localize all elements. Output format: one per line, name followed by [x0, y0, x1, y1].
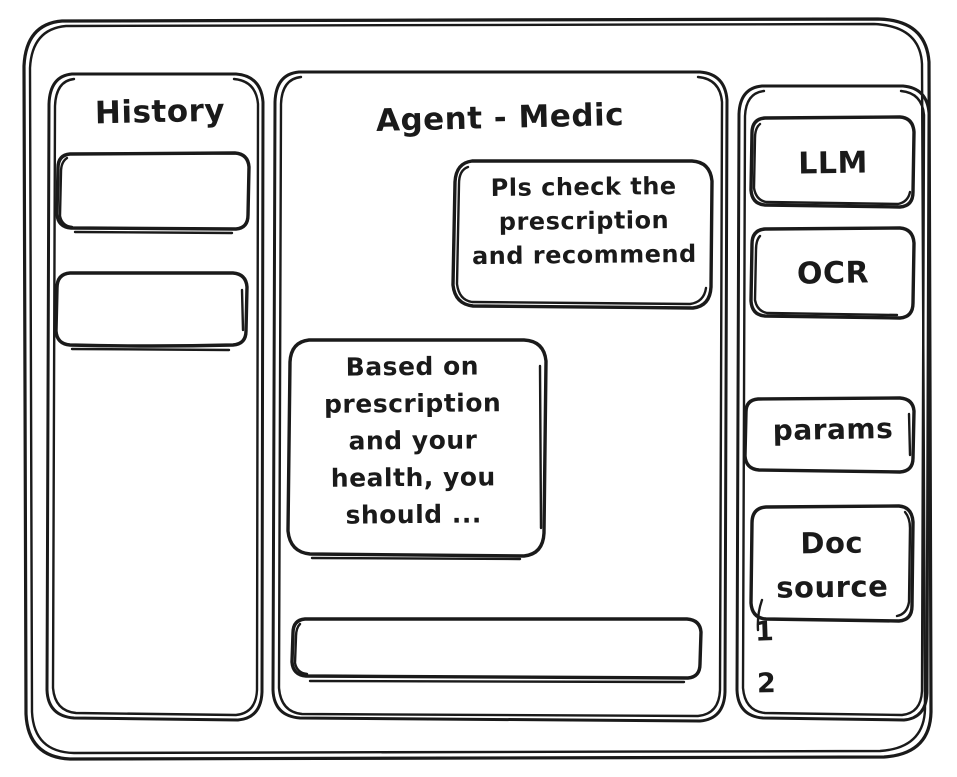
doc-source-label: Doc source [776, 525, 889, 605]
history-panel-title: History [94, 92, 226, 132]
tool-llm-label: LLM [797, 145, 869, 182]
history-item-1[interactable] [57, 153, 249, 229]
doc-source-item-2[interactable]: 2 [756, 668, 777, 700]
user-message-bubble: Pls check the prescription and recommend [471, 172, 697, 271]
doc-source-item-1[interactable]: 1 [754, 616, 775, 648]
history-item-2[interactable] [56, 273, 247, 346]
agent-message-bubble: Based on prescription and your health, y… [323, 351, 502, 530]
tool-ocr-label: OCR [796, 255, 870, 292]
page-title: Agent - Medic [375, 96, 625, 140]
message-input[interactable] [292, 618, 701, 677]
params-label: params [772, 411, 894, 448]
